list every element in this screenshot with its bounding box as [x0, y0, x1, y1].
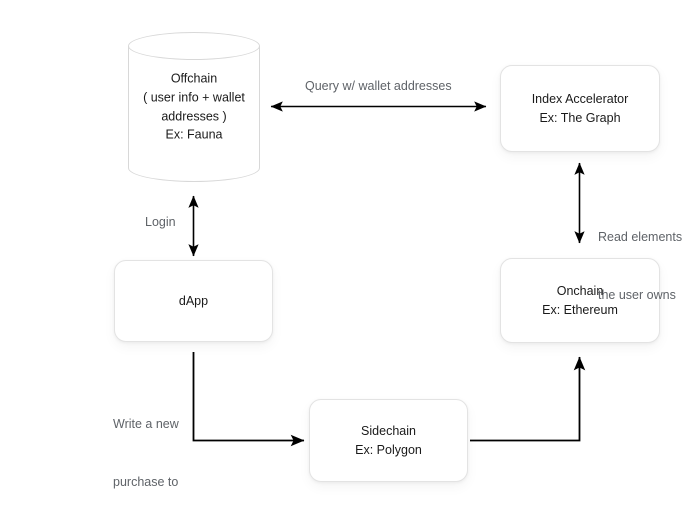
- edge-sidechain-to-onchain: [470, 356, 586, 442]
- node-sidechain-line-2: Ex: Polygon: [355, 442, 422, 457]
- edge-label-write-purchase: Write a new purchase to the chain: [113, 376, 203, 519]
- node-offchain-label: Offchain ( user info + wallet addresses …: [128, 70, 260, 145]
- cylinder-body: [128, 46, 260, 168]
- edge-label-read-elements-line-1: Read elements: [598, 229, 683, 244]
- node-dapp-line-1: dApp: [178, 293, 209, 308]
- node-offchain-line-4: Ex: Fauna: [165, 127, 223, 142]
- edge-label-read-elements: Read elements the user owns: [598, 189, 698, 344]
- node-onchain[interactable]: Onchain Ex: Ethereum: [500, 258, 660, 343]
- node-onchain-line-1: Onchain: [556, 284, 604, 299]
- node-offchain-line-1: Offchain: [170, 71, 218, 86]
- edge-label-write-purchase-line-1: Write a new: [113, 416, 179, 431]
- edge-label-query-wallet-addresses: Query w/ wallet addresses: [305, 79, 452, 93]
- edge-label-login: Login: [145, 215, 176, 229]
- node-offchain-line-2: ( user info + wallet: [143, 90, 245, 105]
- node-offchain[interactable]: Offchain ( user info + wallet addresses …: [128, 32, 260, 182]
- edge-write-purchase: [192, 352, 305, 447]
- node-dapp[interactable]: dApp: [114, 260, 273, 342]
- edge-label-write-purchase-line-2: purchase to: [113, 474, 179, 489]
- node-sidechain-line-1: Sidechain: [361, 424, 416, 439]
- cylinder-top-ellipse: [128, 32, 260, 60]
- node-offchain-line-3: addresses ): [161, 109, 227, 123]
- node-index-accelerator-line-2: Ex: The Graph: [539, 110, 621, 125]
- node-index-accelerator-line-1: Index Accelerator: [531, 92, 629, 107]
- node-onchain-line-2: Ex: Ethereum: [542, 302, 618, 317]
- node-sidechain[interactable]: Sidechain Ex: Polygon: [309, 399, 468, 482]
- edge-label-read-elements-line-2: the user owns: [598, 287, 676, 302]
- node-index-accelerator[interactable]: Index Accelerator Ex: The Graph: [500, 65, 660, 152]
